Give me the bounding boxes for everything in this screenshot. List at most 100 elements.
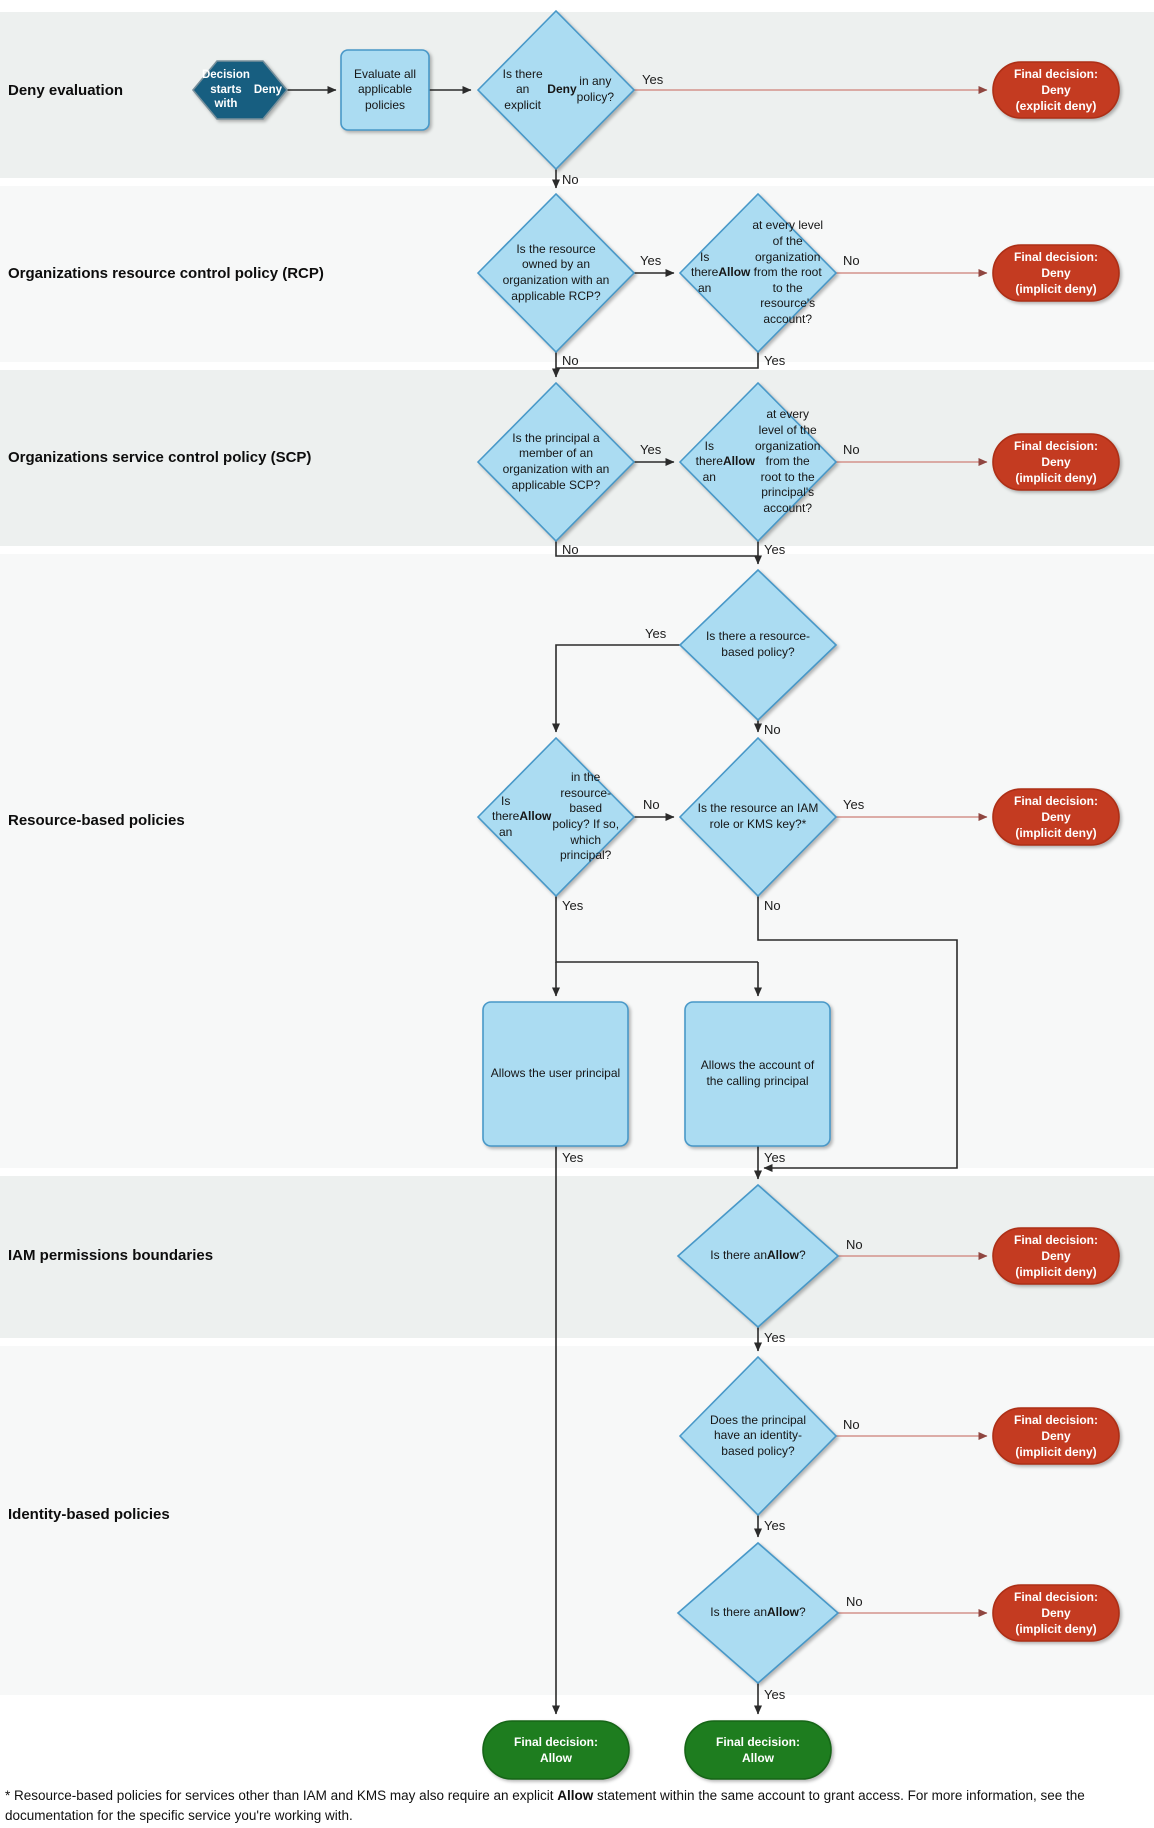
outcome-line1: Final decision: xyxy=(513,1734,598,1749)
deny-implicit-outcome-label-ibp-exists: Final decision: Deny (implicit deny) xyxy=(995,1411,1117,1461)
deny-explicit-outcome-label: Final decision: Deny (explicit deny) xyxy=(995,65,1117,115)
outcome-line1: Final decision: xyxy=(1013,1412,1098,1427)
outcome-line2: Allow xyxy=(540,1751,572,1765)
scp-applicable-decision xyxy=(476,381,636,543)
outcome-line1: Final decision: xyxy=(715,1734,800,1749)
outcome-line1: Final decision: xyxy=(1013,1589,1098,1604)
ibp-exists-decision xyxy=(678,1355,838,1517)
connector-rcp-allow-yes-merge xyxy=(556,352,759,369)
edge-label-no: No xyxy=(562,172,579,187)
evaluate-policies-node xyxy=(340,49,430,131)
outcome-line3: (implicit deny) xyxy=(1015,282,1097,297)
edge-label-yes: Yes xyxy=(764,542,786,557)
pb-allow-decision xyxy=(676,1183,840,1329)
ibp-allow-question: Is there an Allow? xyxy=(710,1605,806,1620)
outcome-line1: Final decision: xyxy=(1013,793,1098,808)
edge-label-no: No xyxy=(843,1417,860,1432)
rcp-applicable-question: Is the resource owned by an organization… xyxy=(502,241,610,303)
rbp-exists-question: Is there a resource-based policy? xyxy=(705,629,811,659)
deny-implicit-outcome-scp xyxy=(992,433,1120,491)
deny-implicit-outcome-rcp xyxy=(992,244,1120,302)
scp-allow-decision xyxy=(678,381,838,543)
deny-explicit-outcome xyxy=(992,61,1120,119)
scp-allow-question: Is there an Allow at every level of the … xyxy=(695,407,821,515)
band-label-scp: Organizations service control policy (SC… xyxy=(8,449,312,466)
outcome-line2: Deny xyxy=(1041,454,1071,469)
allow-outcome-label-left: Final decision: Allow xyxy=(487,1724,625,1776)
explicit-deny-question: Is there an explicit Deny in any policy? xyxy=(502,66,614,112)
band-label-identity-based-policies: Identity-based policies xyxy=(8,1506,170,1523)
band-label-rcp: Organizations resource control policy (R… xyxy=(8,265,324,282)
allow-outcome-label-right: Final decision: Allow xyxy=(689,1724,827,1776)
outcome-line2: Deny xyxy=(1041,265,1071,280)
edge-label-no: No xyxy=(643,797,660,812)
band-iam-permissions-boundaries xyxy=(0,1176,1154,1338)
outcome-line1: Final decision: xyxy=(1013,1232,1098,1247)
band-label-deny-evaluation: Deny evaluation xyxy=(8,82,124,99)
edge-label-yes: Yes xyxy=(764,1518,786,1533)
allows-user-node xyxy=(482,1001,629,1147)
rcp-allow-decision xyxy=(678,192,838,354)
edge-label-no: No xyxy=(843,253,860,268)
deny-implicit-outcome-label-scp: Final decision: Deny (implicit deny) xyxy=(995,437,1117,487)
edge-label-no: No xyxy=(764,722,781,737)
scp-applicable-question: Is the principal a member of an organiza… xyxy=(502,430,610,492)
edge-label-yes: Yes xyxy=(764,1330,786,1345)
deny-implicit-outcome-label-pb: Final decision: Deny (implicit deny) xyxy=(995,1231,1117,1281)
outcome-line2: Allow xyxy=(742,1751,774,1765)
connector-scp-no-merge xyxy=(555,541,758,557)
deny-implicit-outcome-ibp-allow xyxy=(992,1584,1120,1642)
edge-label-no: No xyxy=(764,898,781,913)
rbp-exists-decision xyxy=(678,568,838,722)
outcome-line2: Deny xyxy=(1041,1605,1071,1620)
pb-allow-question: Is there an Allow? xyxy=(710,1248,806,1263)
outcome-line3: (implicit deny) xyxy=(1015,1445,1097,1460)
edge-label-yes: Yes xyxy=(562,1150,584,1165)
edge-label-yes: Yes xyxy=(843,797,865,812)
outcome-line2: Deny xyxy=(1041,809,1071,824)
edge-label-no: No xyxy=(843,442,860,457)
rbp-allow-question: Is there an Allow in the resource-based … xyxy=(492,770,620,863)
allow-outcome-right xyxy=(684,1720,832,1780)
outcome-line3: (implicit deny) xyxy=(1015,1622,1097,1637)
band-identity-based-policies xyxy=(0,1346,1154,1695)
allows-user-label: Allows the user principal xyxy=(490,1066,621,1081)
iam-kms-question: Is the resource an IAM role or KMS key?* xyxy=(697,801,819,831)
outcome-line2: Deny xyxy=(1041,1428,1071,1443)
deny-implicit-outcome-label-ibp-allow: Final decision: Deny (implicit deny) xyxy=(995,1588,1117,1638)
outcome-line2: Deny xyxy=(1041,1248,1071,1263)
allows-account-node xyxy=(684,1001,831,1147)
allows-account-label: Allows the account of the calling princi… xyxy=(700,1058,815,1088)
outcome-line1: Final decision: xyxy=(1013,66,1098,81)
outcome-line1: Final decision: xyxy=(1013,438,1098,453)
edge-label-yes: Yes xyxy=(640,442,662,457)
rcp-allow-question: Is there an Allow at every level of the … xyxy=(691,218,824,326)
band-label-iam-permissions-boundaries: IAM permissions boundaries xyxy=(8,1247,214,1264)
edge-label-yes: Yes xyxy=(640,253,662,268)
outcome-line2: Deny xyxy=(1041,82,1071,97)
edge-label-yes: Yes xyxy=(642,72,664,87)
edge-label-no: No xyxy=(846,1237,863,1252)
connectors-deny xyxy=(634,86,988,1617)
evaluate-policies-label: Evaluate all applicable policies xyxy=(353,66,417,112)
deny-implicit-outcome-ibp-exists xyxy=(992,1407,1120,1465)
outcome-line3: (implicit deny) xyxy=(1015,471,1097,486)
outcome-line3: (explicit deny) xyxy=(1015,99,1097,114)
connector-rbp-exists-yes xyxy=(552,644,680,733)
outcome-line1: Final decision: xyxy=(1013,249,1098,264)
edge-label-yes: Yes xyxy=(764,1150,786,1165)
edge-label-no: No xyxy=(562,542,579,557)
explicit-deny-decision xyxy=(476,9,636,171)
outcome-line3: (implicit deny) xyxy=(1015,1265,1097,1280)
ibp-exists-question: Does the principal have an identity-base… xyxy=(709,1412,807,1458)
edge-label-yes: Yes xyxy=(645,626,667,641)
deny-implicit-outcome-label-rbp: Final decision: Deny (implicit deny) xyxy=(995,792,1117,842)
allow-outcome-left xyxy=(482,1720,630,1780)
band-label-resource-based-policies: Resource-based policies xyxy=(8,812,185,829)
edge-label-no: No xyxy=(562,353,579,368)
outcome-line3: (implicit deny) xyxy=(1015,826,1097,841)
rcp-applicable-decision xyxy=(476,192,636,354)
edge-label-yes: Yes xyxy=(764,353,786,368)
